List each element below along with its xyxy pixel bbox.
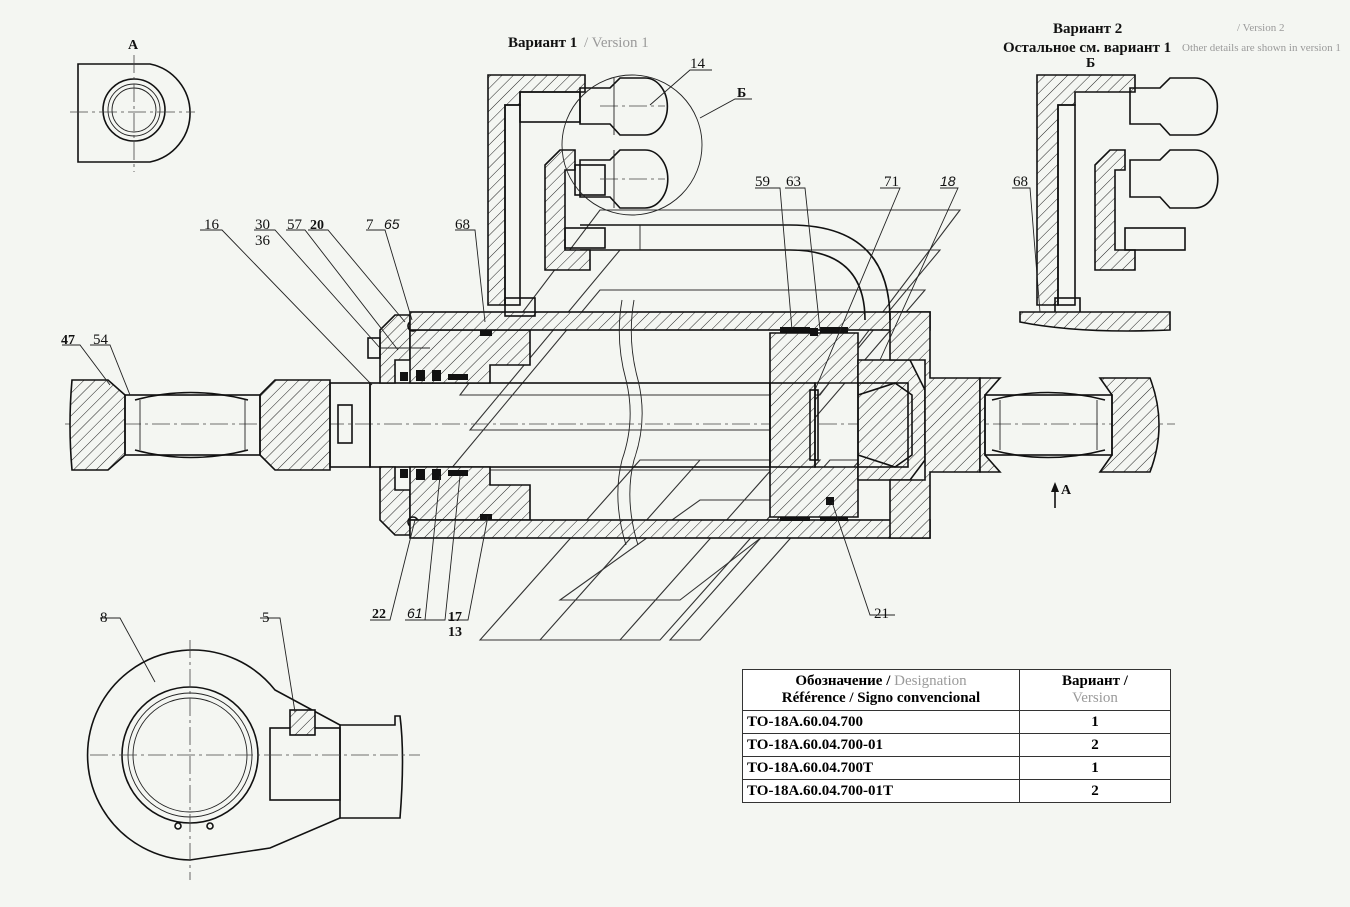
row-variant: 2 bbox=[1019, 779, 1171, 803]
row-variant: 2 bbox=[1019, 733, 1171, 757]
callout-63: 63 bbox=[786, 174, 801, 190]
variant-2-title-en: / Version 2 bbox=[1237, 22, 1284, 34]
piston-rod bbox=[369, 382, 771, 468]
header-version-en: Version bbox=[1072, 690, 1118, 706]
table-header-version: Вариант / Version bbox=[1019, 669, 1171, 711]
callout-14: 14 bbox=[690, 56, 706, 72]
callout-21: 21 bbox=[874, 606, 889, 622]
view-b-label: Б bbox=[737, 86, 746, 101]
cylinder-bottom bbox=[889, 311, 981, 539]
callout-36: 36 bbox=[255, 233, 271, 249]
row-designation: ТО-18А.60.04.700-01 bbox=[742, 733, 1020, 757]
header-version-ru: Вариант / bbox=[1062, 673, 1128, 689]
gland-flange-top bbox=[379, 314, 411, 384]
table-row: ТО-18А.60.04.700-01 2 bbox=[742, 733, 1171, 757]
arrow-a-label: А bbox=[1061, 483, 1072, 498]
cylinder-tube-top bbox=[409, 311, 931, 331]
callout-17: 17 bbox=[448, 610, 462, 625]
variant-1-title: Вариант 1 bbox=[508, 35, 577, 51]
callout-47: 47 bbox=[61, 333, 75, 348]
row-designation: ТО-18А.60.04.700Т bbox=[742, 756, 1020, 780]
table-row: ТО-18А.60.04.700-01Т 2 bbox=[742, 779, 1171, 803]
callout-13: 13 bbox=[448, 625, 462, 640]
cylinder-tube-bottom bbox=[409, 519, 931, 539]
table-header-designation: Обозначение / Designation Référence / Si… bbox=[742, 669, 1020, 711]
header-designation-fr: Référence / Signo convencional bbox=[781, 690, 981, 706]
callout-5: 5 bbox=[262, 610, 270, 626]
callout-8: 8 bbox=[100, 610, 108, 626]
eye-cross-section bbox=[86, 640, 420, 880]
header-designation-en: Designation bbox=[894, 673, 967, 689]
callout-16: 16 bbox=[204, 217, 220, 233]
callout-57: 57 bbox=[287, 217, 303, 233]
variant-2-block bbox=[1019, 74, 1219, 332]
variant-2-note: Остальное см. вариант 1 bbox=[1003, 40, 1171, 56]
view-a: А bbox=[70, 38, 195, 172]
row-designation: ТО-18А.60.04.700 bbox=[742, 710, 1020, 734]
callout-54: 54 bbox=[93, 332, 109, 348]
variant-2-note-en: Other details are shown in version 1 bbox=[1182, 42, 1341, 54]
table-row: ТО-18А.60.04.700Т 1 bbox=[742, 756, 1171, 780]
callout-20: 20 bbox=[310, 218, 324, 233]
callout-22: 22 bbox=[372, 607, 386, 622]
callout-65: 65 bbox=[384, 216, 400, 232]
callout-7: 7 bbox=[366, 217, 374, 233]
designation-table: Обозначение / Designation Référence / Si… bbox=[742, 669, 1171, 803]
callout-71: 71 bbox=[884, 174, 899, 190]
fitting-14-lower bbox=[579, 149, 669, 209]
callout-68: 68 bbox=[455, 217, 470, 233]
labels: Вариант 1 / Version 1 Вариант 2 / Versio… bbox=[61, 21, 1341, 640]
view-b-label-v2: Б bbox=[1086, 56, 1095, 71]
row-variant: 1 bbox=[1019, 710, 1171, 734]
callout-68-v2: 68 bbox=[1013, 174, 1028, 190]
view-a-label: А bbox=[128, 38, 139, 53]
variant-2-title: Вариант 2 bbox=[1053, 21, 1122, 37]
callout-59: 59 bbox=[755, 174, 770, 190]
main-section bbox=[65, 74, 1175, 546]
piston bbox=[769, 332, 859, 518]
callout-18: 18 bbox=[940, 173, 956, 189]
row-variant: 1 bbox=[1019, 756, 1171, 780]
detail-circle-b bbox=[561, 74, 703, 216]
fitting-14-upper bbox=[579, 77, 669, 136]
header-designation-ru: Обозначение / bbox=[795, 673, 891, 689]
callout-30: 30 bbox=[255, 217, 270, 233]
callout-61: 61 bbox=[407, 605, 423, 621]
right-eye bbox=[1098, 377, 1160, 473]
leader-lines bbox=[62, 69, 1059, 713]
row-designation: ТО-18А.60.04.700-01Т bbox=[742, 779, 1020, 803]
table-row: ТО-18А.60.04.700 1 bbox=[742, 710, 1171, 734]
variant-1-title-en: / Version 1 bbox=[584, 35, 649, 51]
